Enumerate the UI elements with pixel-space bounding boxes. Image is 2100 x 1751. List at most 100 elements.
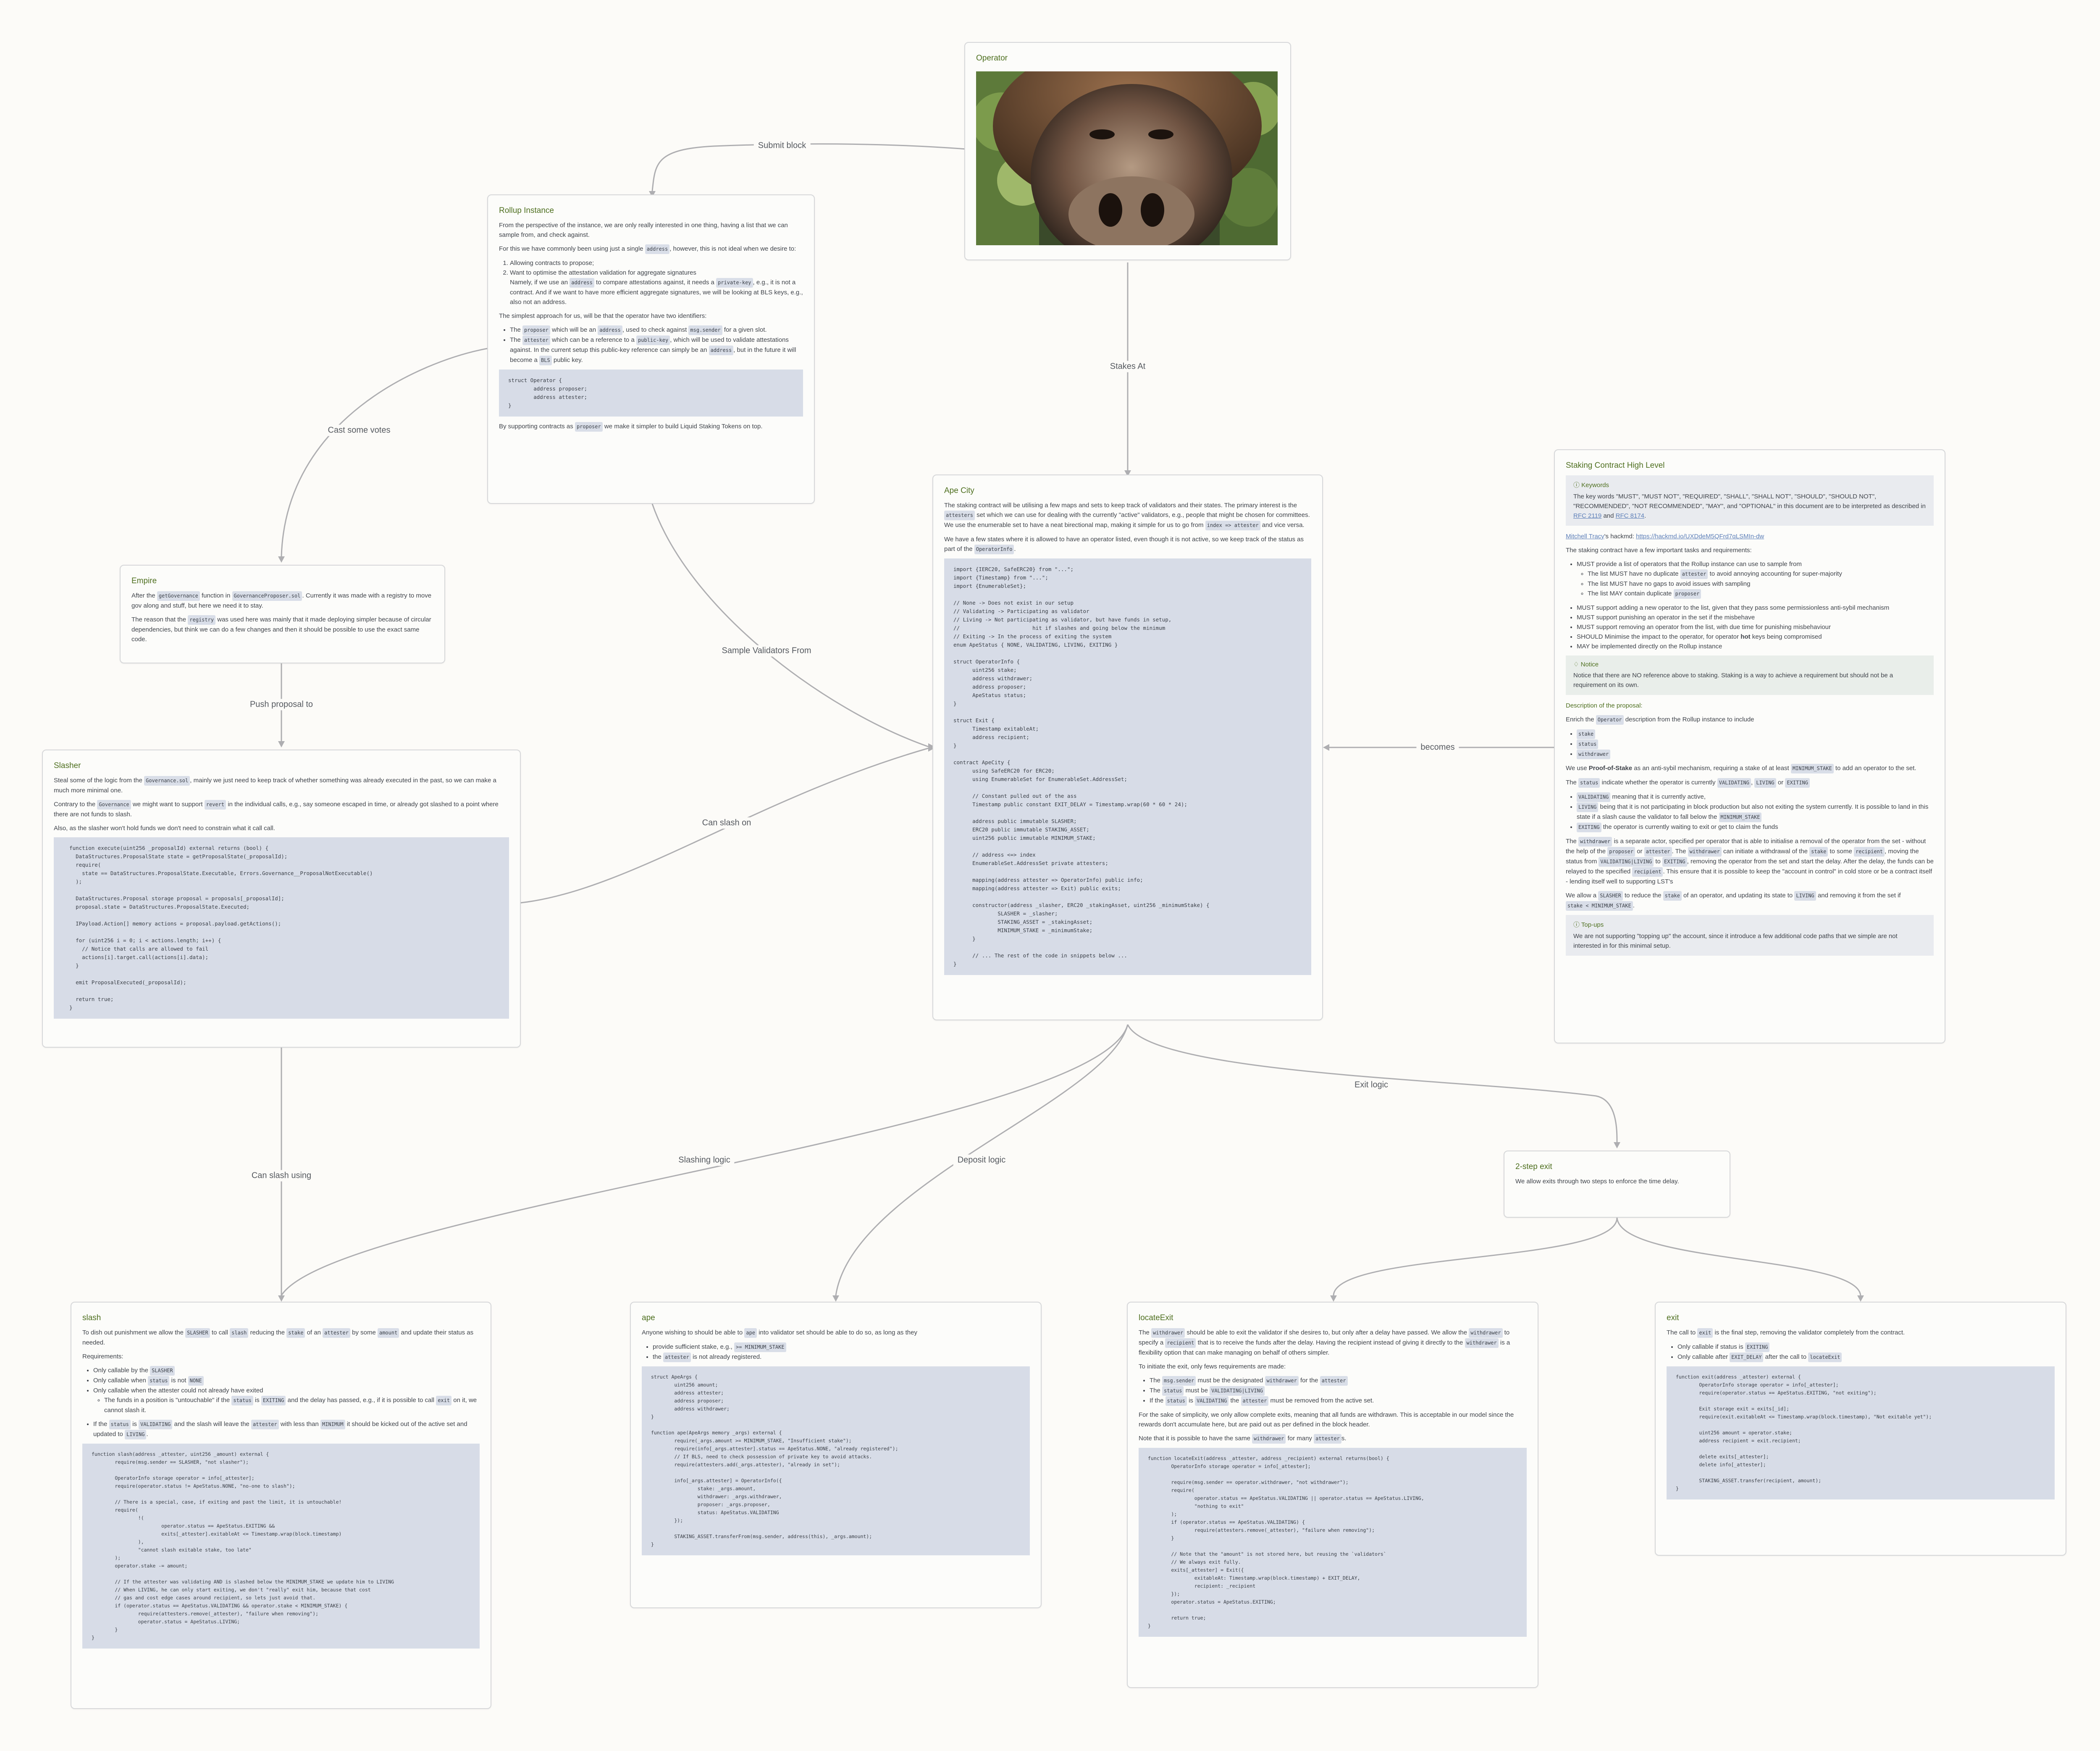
- edge-label-becomes: becomes: [1416, 742, 1459, 753]
- arrow-slasher: [278, 741, 285, 747]
- arrow-exit: [1857, 1295, 1864, 1302]
- slash-p1: To dish out punishment we allow the SLAS…: [82, 1328, 474, 1346]
- arrow-apecity-top: [1124, 470, 1131, 477]
- rollup-p4: By supporting contracts as proposer we m…: [499, 422, 803, 432]
- edge-apecity-to-slash: [281, 1024, 1129, 1296]
- locateexit-p4: Note that it is possible to have the sam…: [1139, 1434, 1527, 1444]
- arrow-locateexit: [1330, 1295, 1337, 1302]
- twostep-title: 2-step exit: [1515, 1162, 1552, 1171]
- edge-label-push-proposal: Push proposal to: [245, 699, 318, 710]
- edge-operator-to-rollup: [651, 143, 966, 191]
- slasher-card[interactable]: Slasher Steal some of the logic from the…: [42, 750, 521, 1048]
- edge-twostep-to-locateexit: [1333, 1217, 1618, 1296]
- ape-city-card[interactable]: Ape City The staking contract will be ut…: [932, 474, 1323, 1020]
- locateexit-p2: To initiate the exit, only fews requirem…: [1139, 1363, 1286, 1370]
- locateexit-p1: The withdrawer should be able to exit th…: [1139, 1328, 1510, 1356]
- slasher-p1: Steal some of the logic from the Governa…: [54, 776, 496, 794]
- edge-apecity-to-ape: [835, 1024, 1129, 1296]
- slasher-code: function execute(uint256 _proposalId) ex…: [54, 837, 509, 1019]
- edge-label-can-slash-using: Can slash using: [247, 1170, 316, 1182]
- ape-code: struct ApeArgs { uint256 amount; address…: [642, 1366, 1030, 1555]
- edge-label-can-slash-on: Can slash on: [698, 817, 756, 829]
- apecity-code: import {IERC20, SafeERC20} from "..."; i…: [944, 558, 1311, 975]
- edge-label-sample-validators: Sample Validators From: [717, 645, 816, 657]
- two-step-exit-card[interactable]: 2-step exit We allow exits through two s…: [1504, 1151, 1730, 1218]
- slash-title: slash: [82, 1313, 101, 1322]
- operator-photo: [976, 71, 1278, 245]
- edge-label-slashing-logic: Slashing logic: [674, 1154, 735, 1166]
- rollup-ol: Allowing contracts to propose; Want to o…: [499, 258, 803, 307]
- slash-card[interactable]: slash To dish out punishment we allow th…: [71, 1302, 491, 1709]
- empire-card[interactable]: Empire After the getGovernance function …: [120, 565, 445, 663]
- edge-label-deposit-logic: Deposit logic: [953, 1154, 1010, 1166]
- withdrawer-para: The withdrawer is a separate actor, spec…: [1566, 837, 1934, 885]
- slash-requirements: Only callable by the SLASHER Only callab…: [82, 1366, 480, 1439]
- operator-card[interactable]: Operator: [964, 42, 1291, 260]
- status-list: VALIDATING meaning that it is currently …: [1566, 792, 1934, 832]
- enrich-list: stake status withdrawer: [1566, 729, 1934, 759]
- twostep-p: We allow exits through two steps to enfo…: [1515, 1178, 1679, 1185]
- exit-requirements: Only callable if status is EXITING Only …: [1667, 1342, 2055, 1362]
- exit-code: function exit(address _attester) externa…: [1667, 1366, 2055, 1499]
- rollup-title: Rollup Instance: [499, 206, 554, 215]
- arrow-rollup: [649, 191, 656, 197]
- locateexit-title: locateExit: [1139, 1313, 1173, 1322]
- rollup-p2: For this we have commonly been using jus…: [499, 244, 803, 254]
- apecity-p1: The staking contract will be utilising a…: [944, 501, 1311, 530]
- edge-rollup-to-apecity: [651, 503, 929, 747]
- keywords-callout: ⓘ Keywords The key words "MUST", "MUST N…: [1566, 475, 1934, 526]
- staking-contract-card[interactable]: Staking Contract High Level ⓘ Keywords T…: [1554, 449, 1945, 1043]
- ape-p1: Anyone wishing to should be able to ape …: [642, 1328, 1030, 1338]
- rollup-instance-card[interactable]: Rollup Instance From the perspective of …: [487, 194, 815, 504]
- locate-exit-card[interactable]: locateExit The withdrawer should be able…: [1127, 1302, 1538, 1688]
- mitchell-link[interactable]: Mitchell Tracy: [1566, 533, 1604, 540]
- slasher-title: Slasher: [54, 761, 81, 770]
- rollup-ul: The proposer which will be an address, u…: [499, 325, 803, 365]
- edge-label-stakes-at: Stakes At: [1105, 361, 1150, 372]
- notice-title: ♢ Notice: [1573, 661, 1599, 668]
- edge-apecity-to-twostep: [1127, 1024, 1618, 1143]
- arrow-twostep: [1614, 1142, 1620, 1148]
- keywords-title: ⓘ Keywords: [1573, 482, 1609, 489]
- operator-title: Operator: [976, 54, 1008, 63]
- exit-card[interactable]: exit The call to exit is the final step,…: [1655, 1302, 2066, 1556]
- arrow-ape: [832, 1295, 839, 1302]
- arrow-empire: [278, 556, 285, 563]
- rfc2119-link[interactable]: RFC 2119: [1573, 512, 1602, 519]
- apecity-p2: We have a few states where it is allowed…: [944, 535, 1311, 554]
- rfc8174-link[interactable]: RFC 8174: [1615, 512, 1645, 519]
- ape-requirements: provide sufficient stake, e.g., >= MINIM…: [642, 1342, 1030, 1362]
- slasher-p2: Contrary to the Governance we might want…: [54, 800, 499, 818]
- exit-p1: The call to exit is the final step, remo…: [1667, 1328, 2055, 1338]
- notice-callout: ♢ Notice Notice that there are NO refere…: [1566, 655, 1934, 695]
- ape-selfie-image: [976, 71, 1278, 245]
- ape-card[interactable]: ape Anyone wishing to should be able to …: [630, 1302, 1042, 1608]
- empire-title: Empire: [131, 577, 157, 585]
- edge-slasher-to-apecity: [520, 747, 929, 904]
- exit-title: exit: [1667, 1313, 1679, 1322]
- pos-line: We use Proof-of-Stake as an anti-sybil m…: [1566, 763, 1934, 773]
- edge-rollup-to-empire: [281, 348, 488, 557]
- locateexit-requirements: The msg.sender must be the designated wi…: [1139, 1376, 1527, 1406]
- locateexit-p3: For the sake of simplicity, we only allo…: [1139, 1411, 1514, 1428]
- locateexit-code: function locateExit(address _attester, a…: [1139, 1448, 1527, 1637]
- staking-requirements: MUST provide a list of operators that th…: [1566, 559, 1934, 651]
- edge-twostep-to-exit: [1616, 1217, 1861, 1296]
- edge-label-exit-logic: Exit logic: [1350, 1079, 1393, 1091]
- apecity-title: Ape City: [944, 486, 974, 495]
- empire-p2: The reason that the registry was used he…: [131, 615, 431, 643]
- enrich-line: Enrich the Operator description from the…: [1566, 715, 1934, 725]
- topups-callout: ⓘ Top-ups We are not supporting "topping…: [1566, 915, 1934, 956]
- rollup-code: struct Operator { address proposer; addr…: [499, 370, 803, 417]
- status-line: The status indicate whether the operator…: [1566, 778, 1934, 788]
- hackmd-line: Mitchell Tracy's hackmd: https://hackmd.…: [1566, 533, 1764, 540]
- arrow-apecity-right: [1323, 744, 1329, 751]
- edge-label-cast-some-votes: Cast some votes: [323, 425, 395, 436]
- staking-req-intro: The staking contract have a few importan…: [1566, 547, 1752, 554]
- edge-label-submit-block: Submit block: [753, 140, 811, 152]
- slash-req: Requirements:: [82, 1353, 123, 1360]
- slasher-p3: Also, as the slasher won't hold funds we…: [54, 825, 275, 832]
- staking-title: Staking Contract High Level: [1566, 461, 1665, 470]
- slash-code: function slash(address _attester, uint25…: [82, 1444, 480, 1649]
- hackmd-link[interactable]: https://hackmd.io/UXDdeM5QFrd7qLSMIn-dw: [1636, 533, 1764, 540]
